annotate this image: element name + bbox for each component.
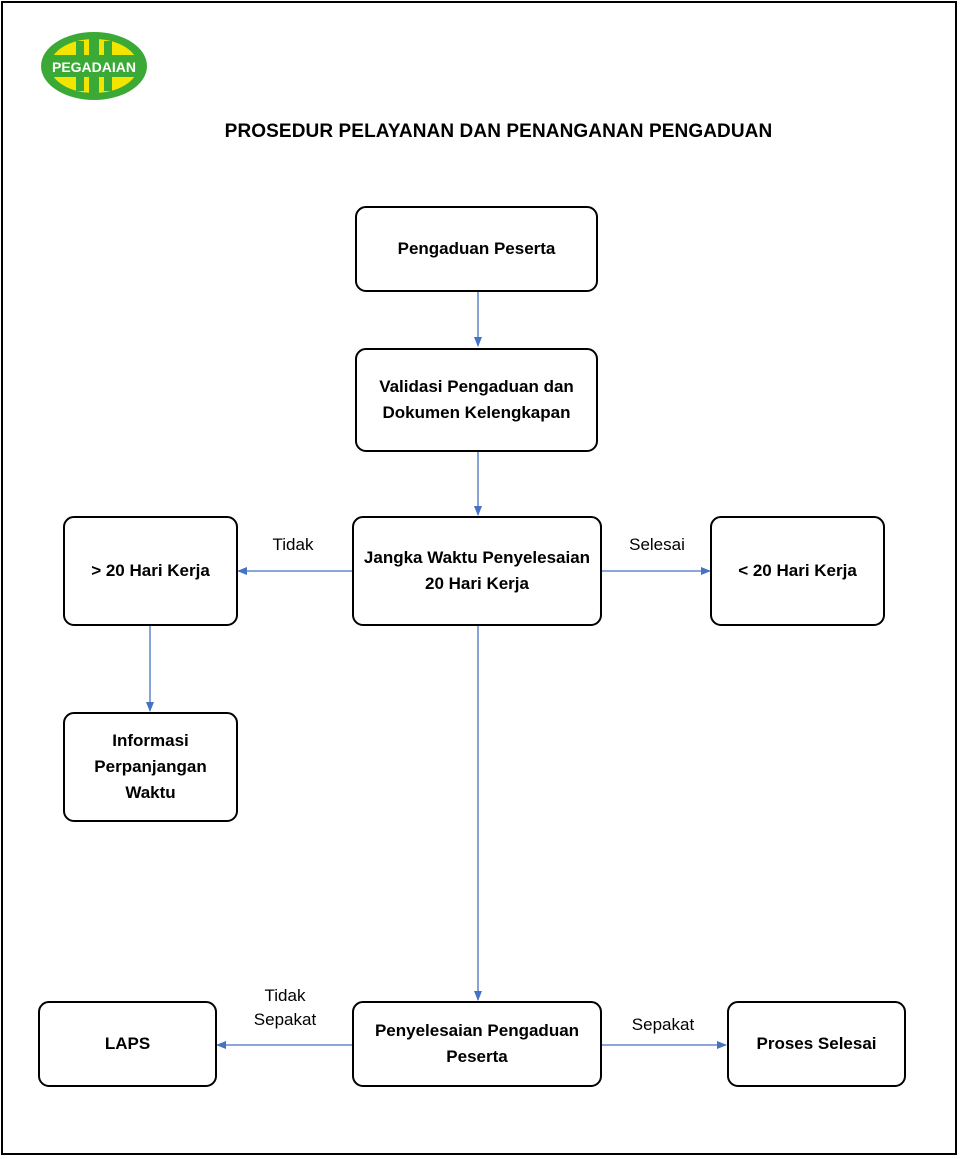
edge-label-tidak-sepakat: Tidak Sepakat [253, 986, 317, 1029]
page-title: PROSEDUR PELAYANAN DAN PENANGANAN PENGAD… [224, 121, 773, 142]
pegadaian-logo-graphic: PEGADAIAN [41, 32, 147, 100]
node-jangka-waktu: Jangka Waktu Penyelesaian 20 Hari Kerja [352, 516, 602, 626]
edge-label-tidak: Tidak [272, 535, 314, 554]
node-lebih-20-hari: > 20 Hari Kerja [63, 516, 238, 626]
node-informasi-perpanjangan: Informasi Perpanjangan Waktu [63, 712, 238, 822]
logo-text: PEGADAIAN [52, 59, 136, 75]
node-proses-selesai: Proses Selesai [727, 1001, 906, 1087]
edge-label-selesai: Selesai [629, 535, 685, 554]
node-kurang-20-hari: < 20 Hari Kerja [710, 516, 885, 626]
node-laps: LAPS [38, 1001, 217, 1087]
edge-label-sepakat: Sepakat [631, 1015, 695, 1034]
pegadaian-logo: PEGADAIAN [40, 31, 148, 101]
node-validasi: Validasi Pengaduan dan Dokumen Kelengkap… [355, 348, 598, 452]
node-pengaduan-peserta: Pengaduan Peserta [355, 206, 598, 292]
node-penyelesaian-pengaduan: Penyelesaian Pengaduan Peserta [352, 1001, 602, 1087]
